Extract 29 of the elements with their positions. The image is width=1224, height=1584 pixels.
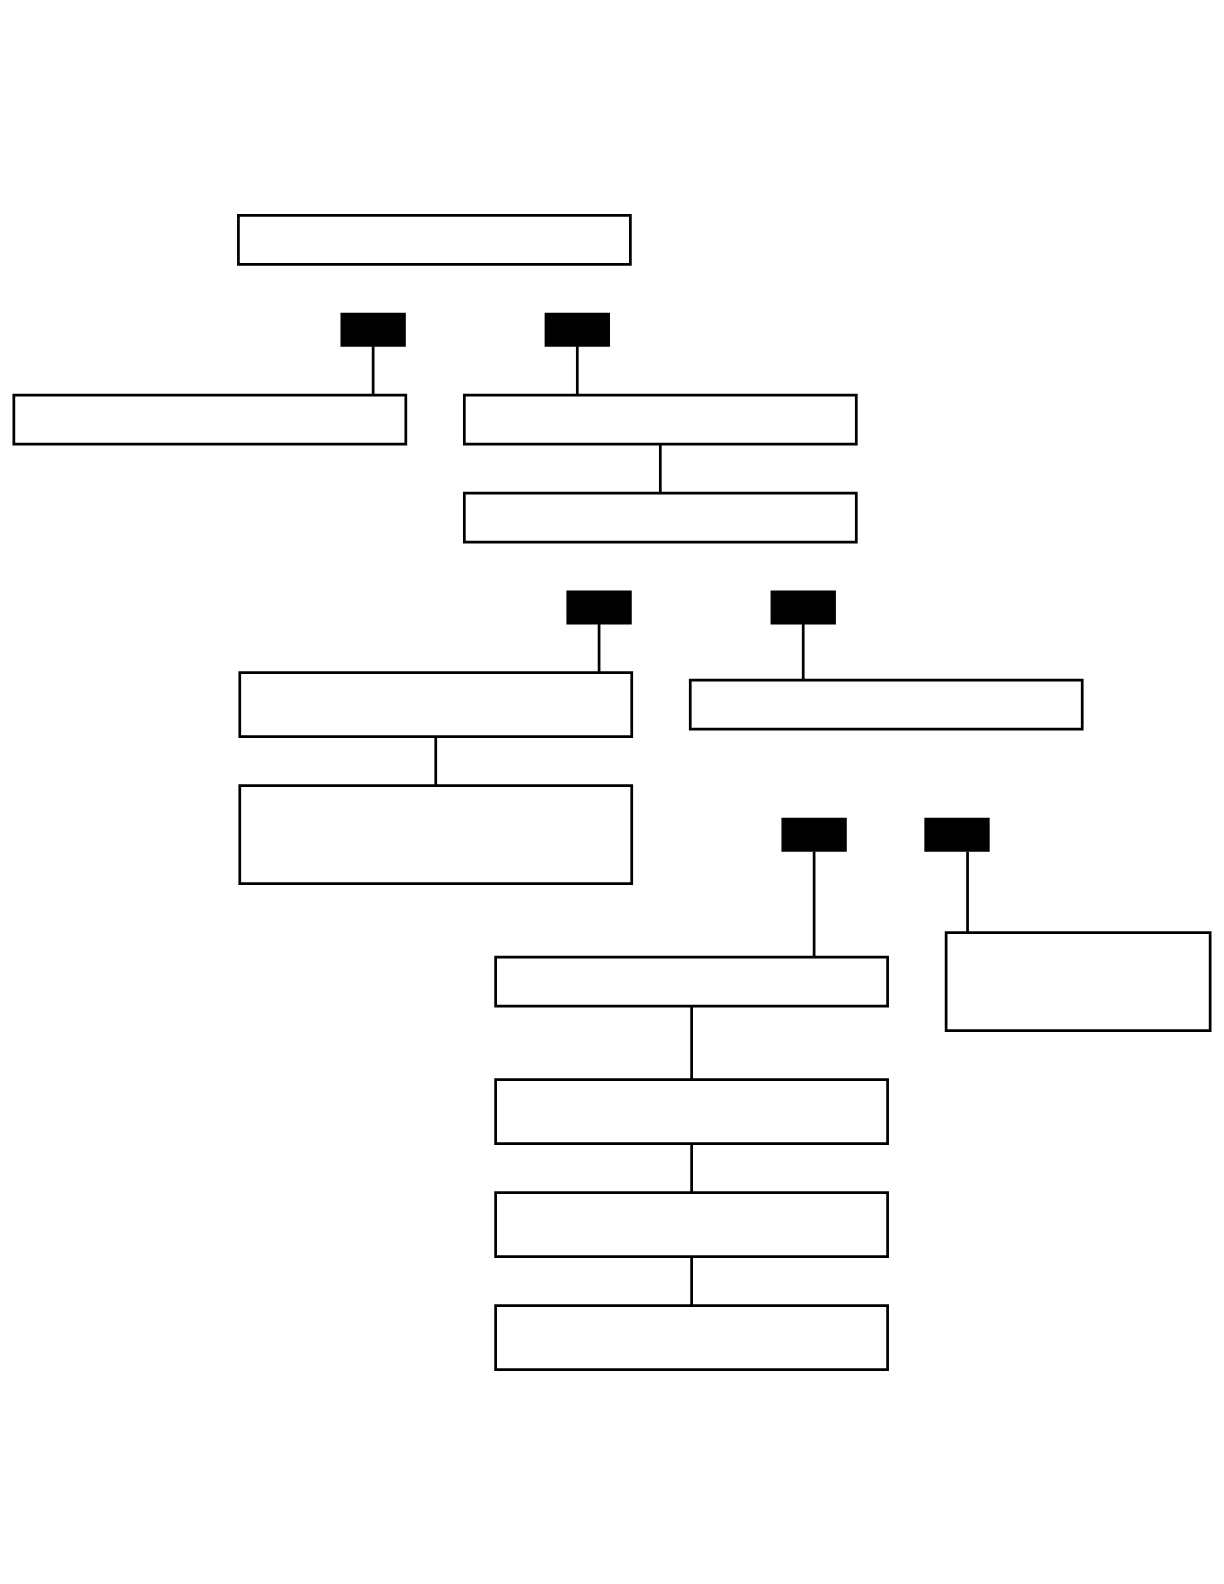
node-box	[494, 1077, 889, 1145]
node-box	[494, 1190, 889, 1258]
node-box	[238, 670, 634, 738]
connector	[658, 443, 662, 493]
node-bar	[544, 312, 610, 347]
connector	[966, 851, 969, 932]
connector	[801, 623, 805, 680]
node-box	[238, 783, 634, 885]
node-box	[688, 678, 1084, 731]
node-box	[462, 491, 858, 543]
connector	[434, 736, 438, 785]
node-box	[12, 393, 408, 445]
node-box	[462, 393, 858, 445]
node-bar	[566, 589, 632, 624]
node-bar	[781, 817, 847, 852]
node-bar	[924, 817, 990, 852]
connector	[690, 1006, 693, 1079]
node-bar	[340, 312, 406, 347]
connector	[371, 345, 375, 395]
connector	[690, 1256, 693, 1305]
node-box	[494, 1303, 889, 1371]
node-bar	[770, 589, 836, 624]
node-box	[494, 955, 889, 1008]
connector	[597, 623, 601, 672]
connector	[812, 851, 816, 957]
node-box	[237, 213, 632, 266]
connector	[690, 1143, 693, 1192]
connector	[575, 345, 579, 395]
node-box	[944, 930, 1212, 1032]
